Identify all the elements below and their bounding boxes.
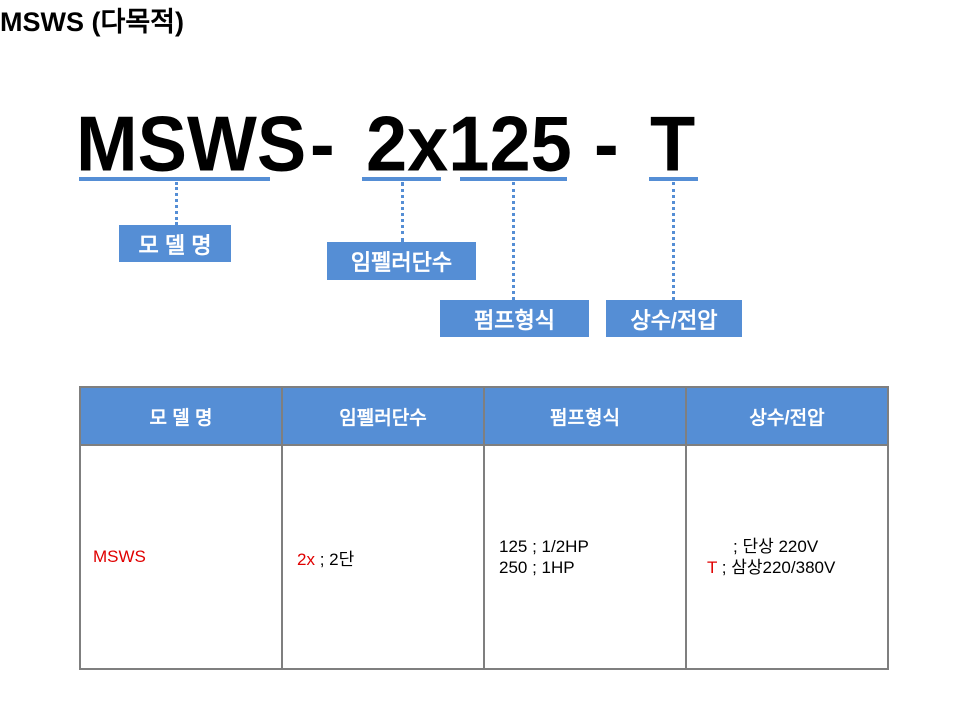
- underline-impeller: [362, 177, 441, 181]
- phase-line: T ; 삼상220/380V: [707, 557, 886, 578]
- impeller-code: 2x: [297, 549, 315, 569]
- underline-phase: [649, 177, 698, 181]
- label-impeller: 임펠러단수: [327, 242, 476, 280]
- header-pump: 펌프형식: [483, 386, 687, 446]
- impeller-desc: ; 2단: [314, 549, 355, 569]
- label-pump: 펌프형식: [440, 300, 589, 337]
- cell-model: MSWS: [79, 444, 283, 670]
- phase-desc: ; 삼상220/380V: [717, 558, 836, 577]
- table-row: MSWS 2x ; 2단 125 ; 1/2HP 250 ; 1HP ; 단상 …: [79, 444, 889, 670]
- phase-code: T: [707, 558, 718, 577]
- connector-impeller: [401, 182, 404, 242]
- code-model: MSWS: [76, 99, 307, 188]
- label-model: 모 델 명: [119, 225, 231, 262]
- header-impeller: 임펠러단수: [281, 386, 485, 446]
- connector-phase: [672, 182, 675, 300]
- model-code: MSWS: [93, 547, 146, 566]
- connector-pump: [512, 182, 515, 300]
- phase-line: ; 단상 220V: [733, 537, 819, 556]
- cell-phase: ; 단상 220V T ; 삼상220/380V: [685, 444, 889, 670]
- pump-line: 250 ; 1HP: [499, 558, 575, 577]
- code-dash: -: [594, 99, 619, 188]
- code-dash: -: [310, 99, 335, 188]
- underline-pump: [460, 177, 567, 181]
- spec-table: 모 델 명 임펠러단수 펌프형식 상수/전압 MSWS 2x ; 2단 125 …: [79, 386, 889, 670]
- pump-line: 125 ; 1/2HP: [499, 537, 589, 556]
- header-phase: 상수/전압: [685, 386, 889, 446]
- label-phase: 상수/전압: [606, 300, 742, 337]
- table-header-row: 모 델 명 임펠러단수 펌프형식 상수/전압: [79, 386, 889, 446]
- header-model: 모 델 명: [79, 386, 283, 446]
- cell-pump: 125 ; 1/2HP 250 ; 1HP: [483, 444, 687, 670]
- connector-model: [175, 182, 178, 225]
- underline-model: [79, 177, 270, 181]
- cell-impeller: 2x ; 2단: [281, 444, 485, 670]
- code-impeller-pump: 2x125: [366, 99, 572, 188]
- slide-title: MSWS (다목적): [0, 7, 184, 37]
- code-phase: T: [650, 99, 696, 188]
